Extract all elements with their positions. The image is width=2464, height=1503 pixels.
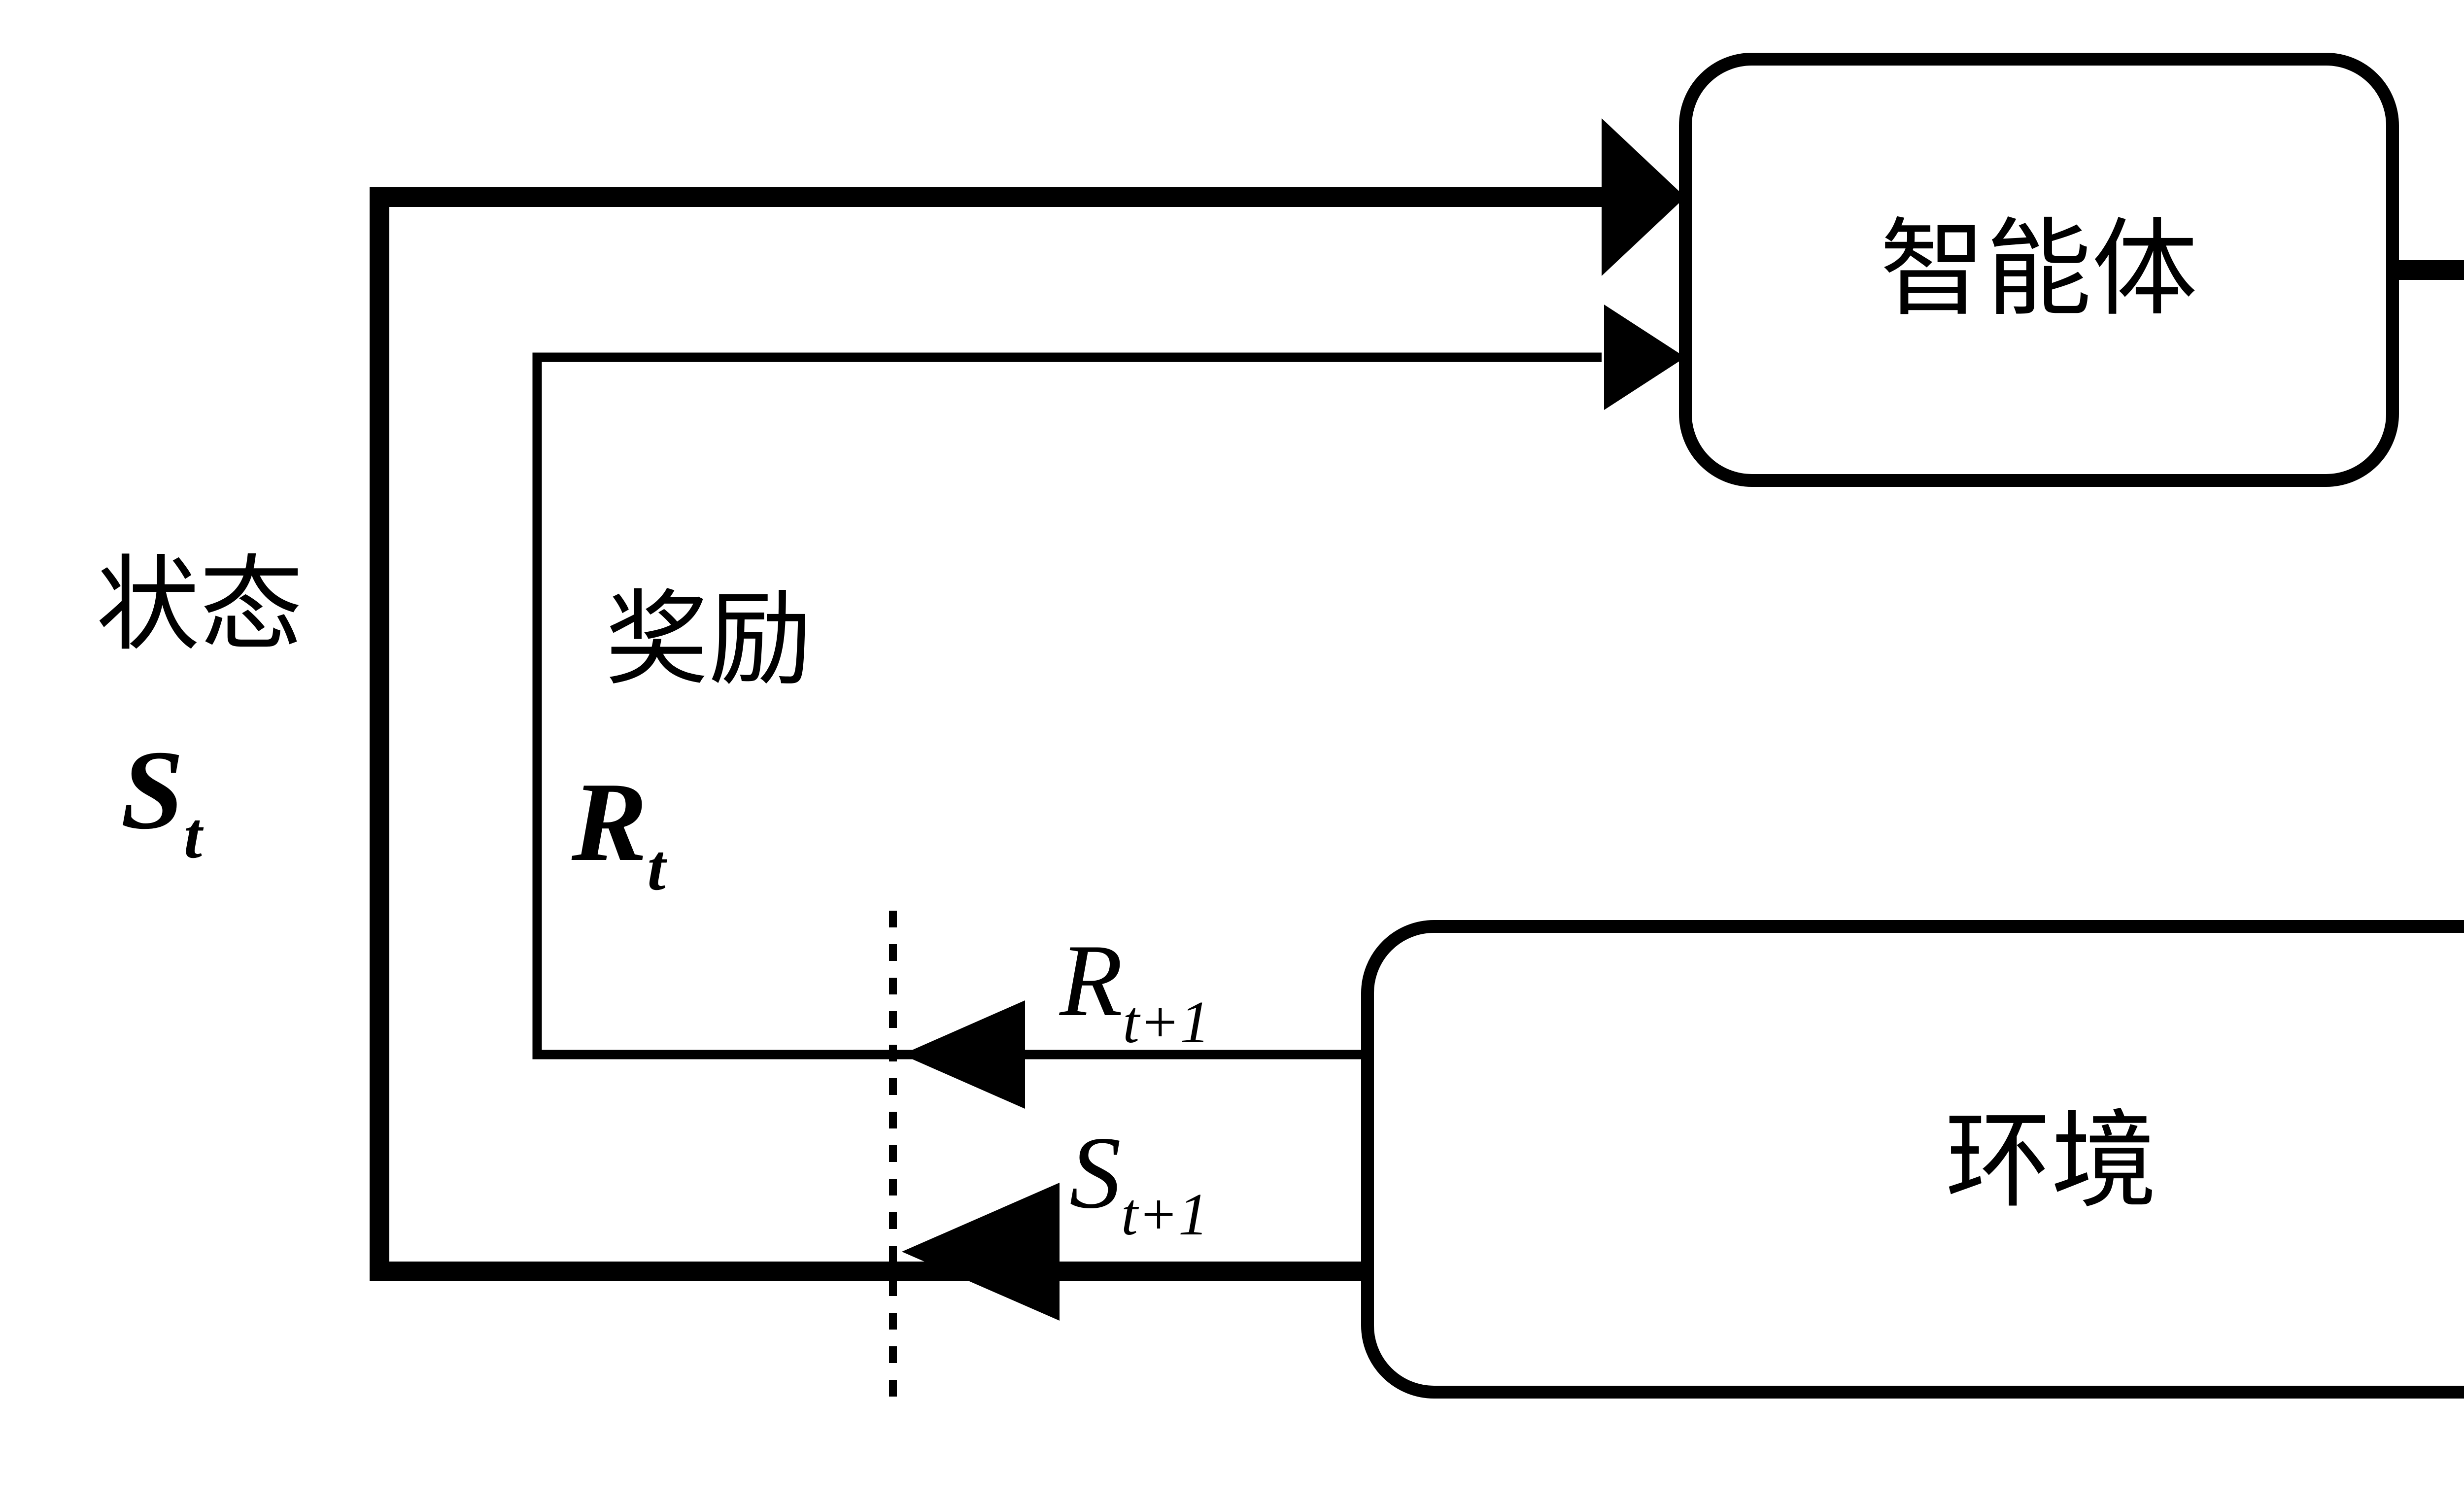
state-next-symbol: S: [1069, 1116, 1121, 1230]
state-label-cn: 状态: [96, 545, 303, 665]
reward-symbol: R: [571, 759, 647, 885]
reward-symbol-group: Rt: [571, 759, 667, 904]
state-subscript: t: [184, 799, 204, 872]
reward-next-subscript: t+1: [1123, 989, 1210, 1056]
state-symbol: S: [121, 727, 184, 853]
reward-next-symbol: R: [1059, 923, 1123, 1038]
environment-box-label: 环境: [1945, 1099, 2157, 1223]
reward-arrow-head: [1604, 305, 1685, 410]
state-next-subscript: t+1: [1121, 1181, 1208, 1248]
reward-flow-path: [532, 352, 1607, 1059]
state-arrow-head: [1602, 118, 1685, 276]
reward-label-cn: 奖励: [605, 579, 812, 700]
state-next-label: St+1: [1069, 1116, 1208, 1248]
agent-box[interactable]: [1679, 53, 2399, 487]
reward-next-label: Rt+1: [1059, 923, 1210, 1056]
state-symbol-group: St: [121, 727, 204, 872]
reward-next-arrow-head: [902, 1000, 1025, 1109]
state-next-arrow-head: [902, 1183, 1060, 1321]
reward-subscript: t: [647, 831, 667, 904]
environment-box[interactable]: [1361, 920, 2464, 1399]
agent-box-label: 智能体: [1880, 207, 2198, 331]
